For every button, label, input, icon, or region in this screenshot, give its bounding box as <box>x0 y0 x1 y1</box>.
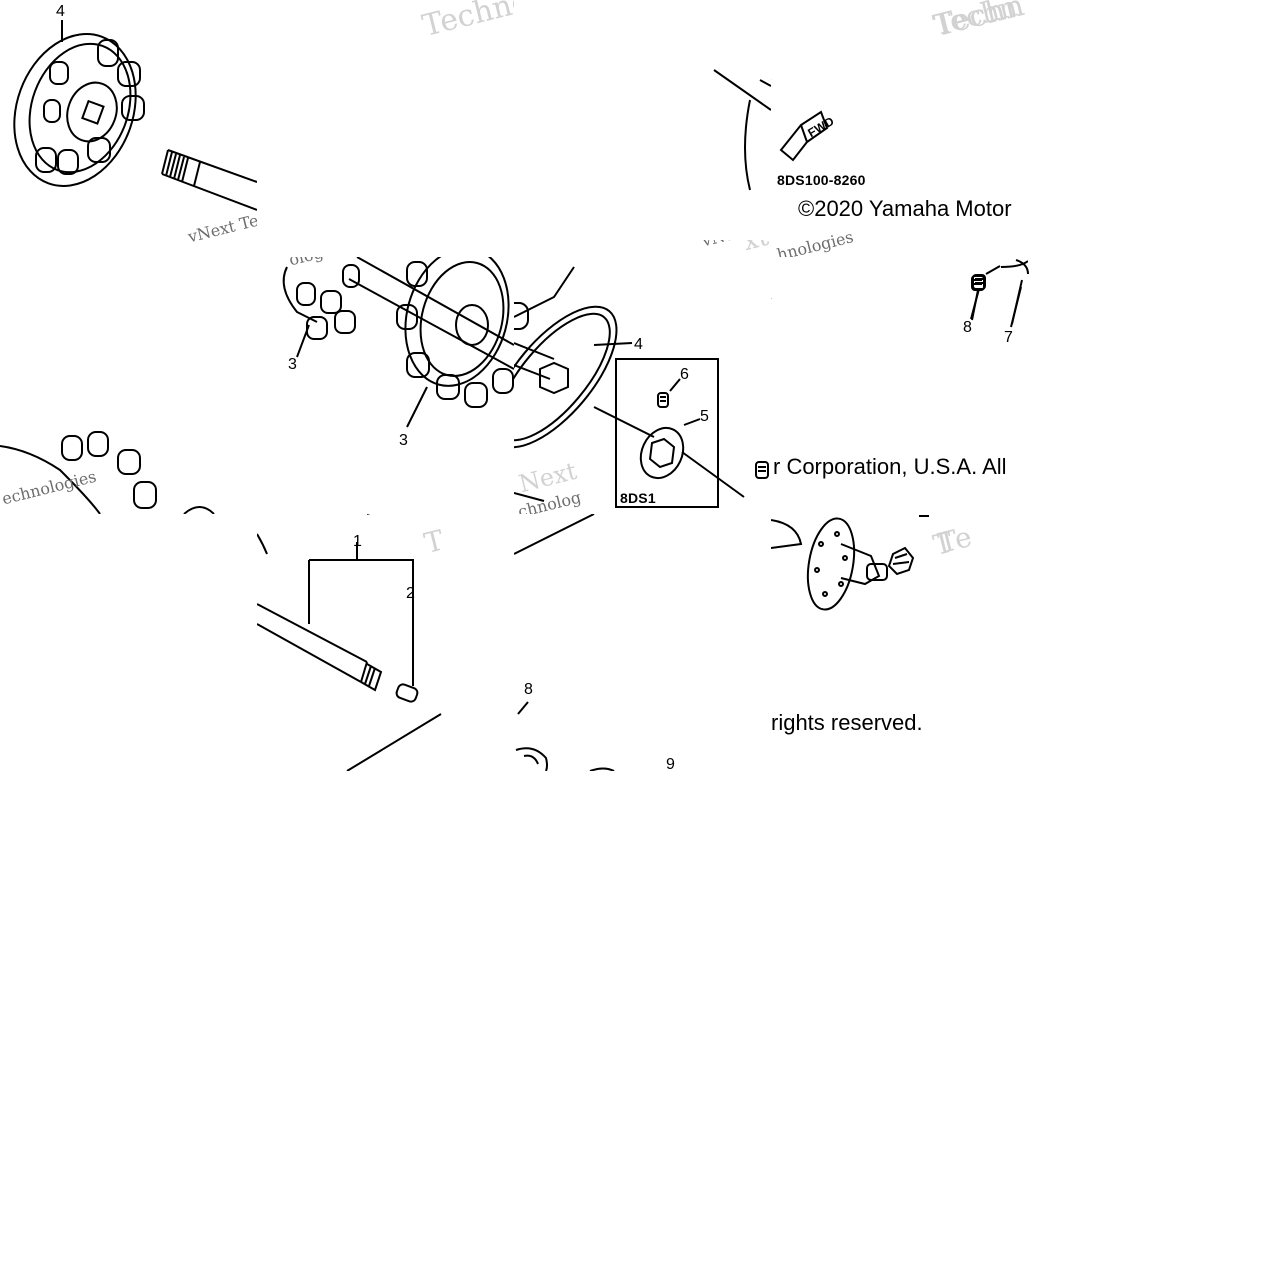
sprockets-drawing <box>282 257 514 428</box>
shaft-drawing <box>257 514 442 771</box>
hub-drawing <box>771 515 929 611</box>
tile-top-left: 4 vNext Tec <box>0 0 257 257</box>
tile-sprockets: 3 3 ologies <box>257 257 514 514</box>
blank-bottom <box>0 771 1285 1285</box>
callout-9: 9 <box>666 756 675 772</box>
set-screw-drawing <box>755 461 769 479</box>
tile-low-3: 8 9 <box>514 514 771 771</box>
callout-7: 7 <box>1004 329 1013 346</box>
callout-6: 6 <box>680 366 689 383</box>
watermark-techno: Techno <box>419 0 514 44</box>
fwd-drawing <box>771 78 829 162</box>
callout-8b: 8 <box>524 681 533 698</box>
tile-mid-5 <box>1028 257 1285 514</box>
rim-fragment <box>713 69 771 191</box>
tile-top-5 <box>1028 0 1285 257</box>
tile-mid-4 <box>771 257 1028 514</box>
callout-8: 8 <box>963 319 972 336</box>
tile-low-5 <box>1028 514 1285 771</box>
tile-top-2: Techno <box>257 0 514 257</box>
sprocket-drawing <box>13 20 257 211</box>
sprocket-fragment <box>0 431 215 514</box>
callout-4: 4 <box>56 3 65 20</box>
callout-3: 3 <box>288 356 297 373</box>
bolt-7-8-drawing <box>971 259 1029 325</box>
callout-4b: 4 <box>634 336 643 353</box>
copyright-line-2: r Corporation, U.S.A. All <box>773 454 1007 479</box>
inset-label: 8DS1 <box>620 490 656 506</box>
copyright-line-3: rights reserved. <box>771 710 923 735</box>
callout-5: 5 <box>700 408 709 425</box>
tile-hub: Te rights reserved. <box>771 514 1028 771</box>
tile-top-4: FWD 8DS100-8260 Techn hnologies <box>771 0 1028 257</box>
diagram-code: 8DS100-8260 <box>777 172 866 188</box>
tile-low-left <box>0 514 257 771</box>
callout-3b: 3 <box>399 432 408 449</box>
wheel-drawing <box>514 266 745 508</box>
tile-fragment <box>700 40 771 240</box>
lower-parts-drawing <box>514 514 615 771</box>
tile-wheel: 4 6 5 8DS1 Next chnolog <box>514 257 771 514</box>
tile-mid-left <box>0 257 257 514</box>
tile-shaft: 1 2 T <box>257 514 514 771</box>
callout-2: 2 <box>406 585 415 602</box>
callout-1: 1 <box>353 533 362 550</box>
copyright-line-1: ©2020 Yamaha Motor <box>798 196 1012 221</box>
